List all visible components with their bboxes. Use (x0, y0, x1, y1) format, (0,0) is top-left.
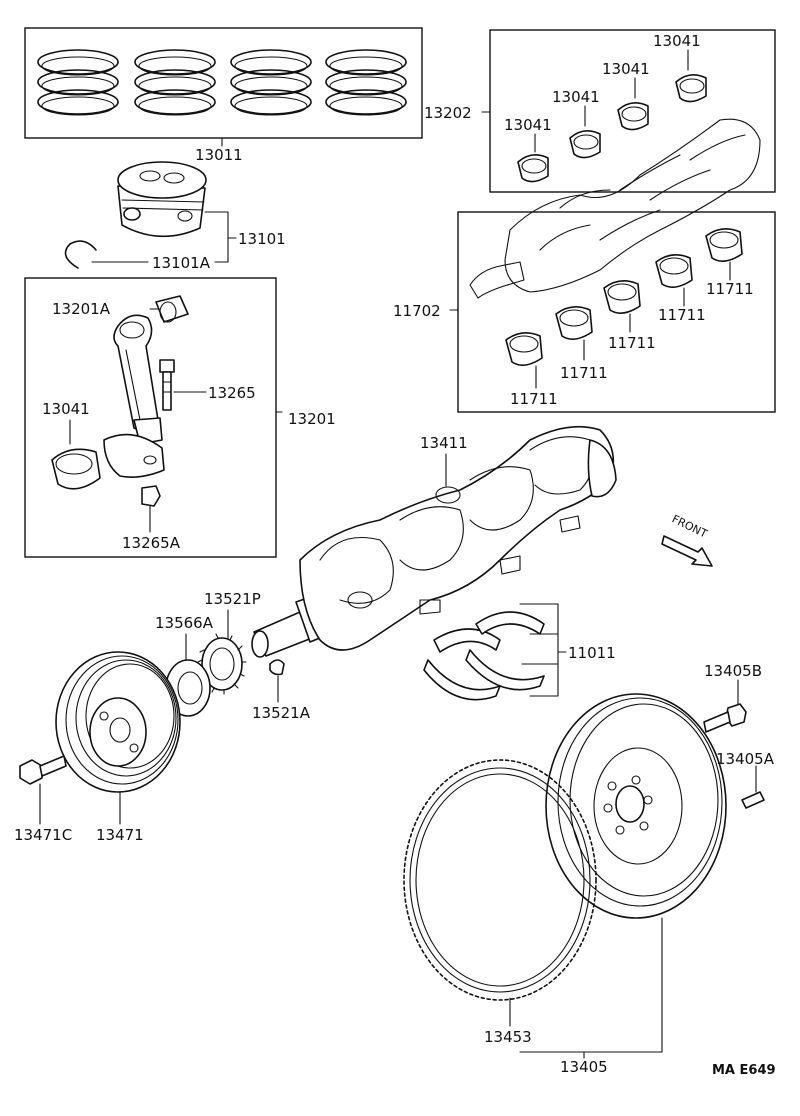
label-11711-a: 11711 (706, 280, 754, 298)
flywheel-bolt (703, 703, 747, 733)
label-11011: 11011 (568, 644, 616, 662)
thrust-washers (423, 611, 545, 701)
label-13041-d: 13041 (504, 116, 552, 134)
label-13041-c: 13041 (552, 88, 600, 106)
piston-rings-box (24, 27, 423, 139)
rod-bearing (51, 448, 101, 490)
label-13566A: 13566A (155, 614, 214, 632)
sprocket-key (269, 659, 285, 676)
label-13411: 13411 (420, 434, 468, 452)
piston-ring-set-3 (230, 49, 312, 116)
rod-cap (103, 433, 165, 478)
connecting-rod-box (24, 277, 277, 558)
piston (117, 161, 207, 238)
label-13202: 13202 (424, 104, 472, 122)
label-11711-e: 11711 (510, 390, 558, 408)
front-label: FRONT (670, 512, 710, 540)
rod-bearing-box (489, 29, 776, 193)
crank-pulley (55, 651, 181, 793)
flywheel (545, 693, 727, 919)
con-rod-bushing (155, 295, 189, 323)
label-13405A: 13405A (716, 750, 775, 768)
rod-bolt (159, 359, 175, 411)
connecting-rod (113, 314, 163, 445)
label-13041-rod: 13041 (42, 400, 90, 418)
label-11711-c: 11711 (608, 334, 656, 352)
upper-bearing-shells (517, 74, 707, 183)
label-13521P: 13521P (204, 590, 261, 608)
label-13101: 13101 (238, 230, 286, 248)
piston-ring-set-4 (325, 49, 407, 116)
piston-ring-set-2 (134, 49, 216, 116)
dowel-pin (741, 791, 765, 809)
label-13405B: 13405B (704, 662, 762, 680)
main-bearing-box (457, 211, 776, 413)
diagram-code: MA E649 (712, 1063, 776, 1078)
label-13471: 13471 (96, 826, 144, 844)
label-13201A: 13201A (52, 300, 111, 318)
pulley-bolt (19, 755, 67, 785)
label-13521A: 13521A (252, 704, 311, 722)
ring-gear (403, 759, 597, 1001)
label-13471C: 13471C (14, 826, 72, 844)
crankshaft-in-box (469, 118, 761, 299)
piston-ring-set-1 (37, 49, 119, 116)
label-13265: 13265 (208, 384, 256, 402)
crank-timing-sprocket (197, 633, 247, 695)
label-11702: 11702 (393, 302, 441, 320)
label-11711-d: 11711 (560, 364, 608, 382)
label-13041-a: 13041 (653, 32, 701, 50)
main-bearing-shells (505, 228, 743, 366)
label-13041-b: 13041 (602, 60, 650, 78)
label-13011: 13011 (195, 146, 243, 164)
label-13453: 13453 (484, 1028, 532, 1046)
label-13101A: 13101A (152, 254, 211, 272)
label-11711-b: 11711 (658, 306, 706, 324)
rod-nut (141, 485, 161, 507)
label-13265A: 13265A (122, 534, 181, 552)
front-arrow-icon (661, 535, 713, 567)
crankshaft (251, 425, 617, 658)
label-13405: 13405 (560, 1058, 608, 1076)
label-13201: 13201 (288, 410, 336, 428)
snap-ring (64, 240, 97, 269)
